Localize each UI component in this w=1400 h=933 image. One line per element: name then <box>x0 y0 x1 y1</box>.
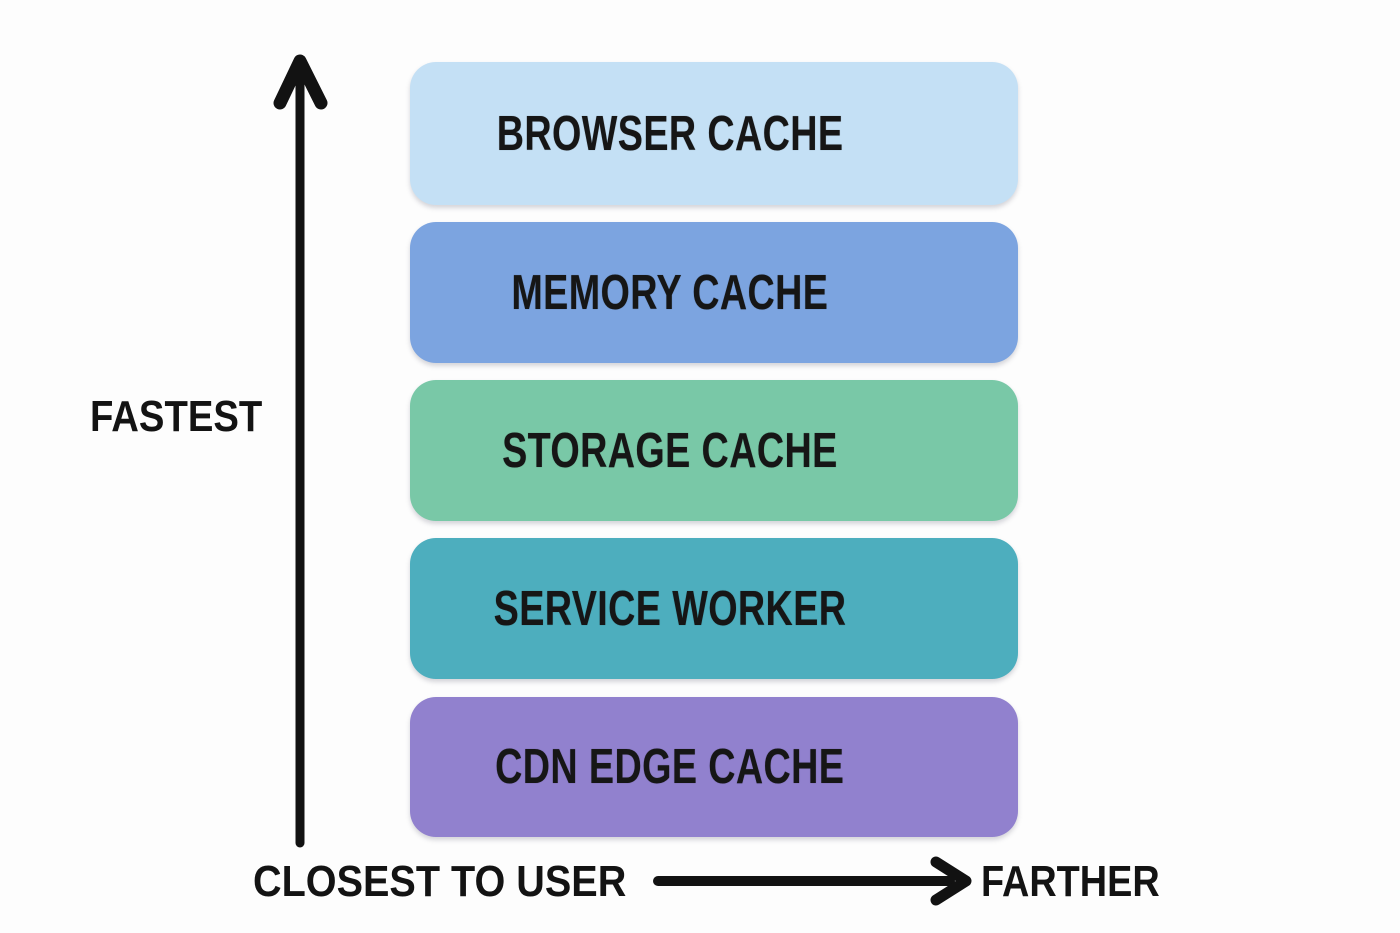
up-arrow-icon <box>273 54 328 848</box>
layer-box-cdn-edge-cache: CDN EDGE CACHE <box>410 697 1018 837</box>
layer-box-service-worker: SERVICE WORKER <box>410 538 1018 679</box>
layer-box-browser-cache: BROWSER CACHE <box>410 62 1018 205</box>
layer-box-storage-cache: STORAGE CACHE <box>410 380 1018 521</box>
closest-to-user-label: CLOSEST TO USER <box>253 857 627 906</box>
layer-label: SERVICE WORKER <box>493 581 847 636</box>
fastest-label: FASTEST <box>90 392 263 441</box>
layer-box-memory-cache: MEMORY CACHE <box>410 222 1018 363</box>
layer-label: CDN EDGE CACHE <box>495 740 845 794</box>
farther-label: FARTHER <box>981 857 1160 906</box>
right-arrow-icon <box>653 856 972 906</box>
layer-label: BROWSER CACHE <box>496 106 844 161</box>
layer-label: MEMORY CACHE <box>511 265 829 320</box>
layer-label: STORAGE CACHE <box>502 423 838 478</box>
